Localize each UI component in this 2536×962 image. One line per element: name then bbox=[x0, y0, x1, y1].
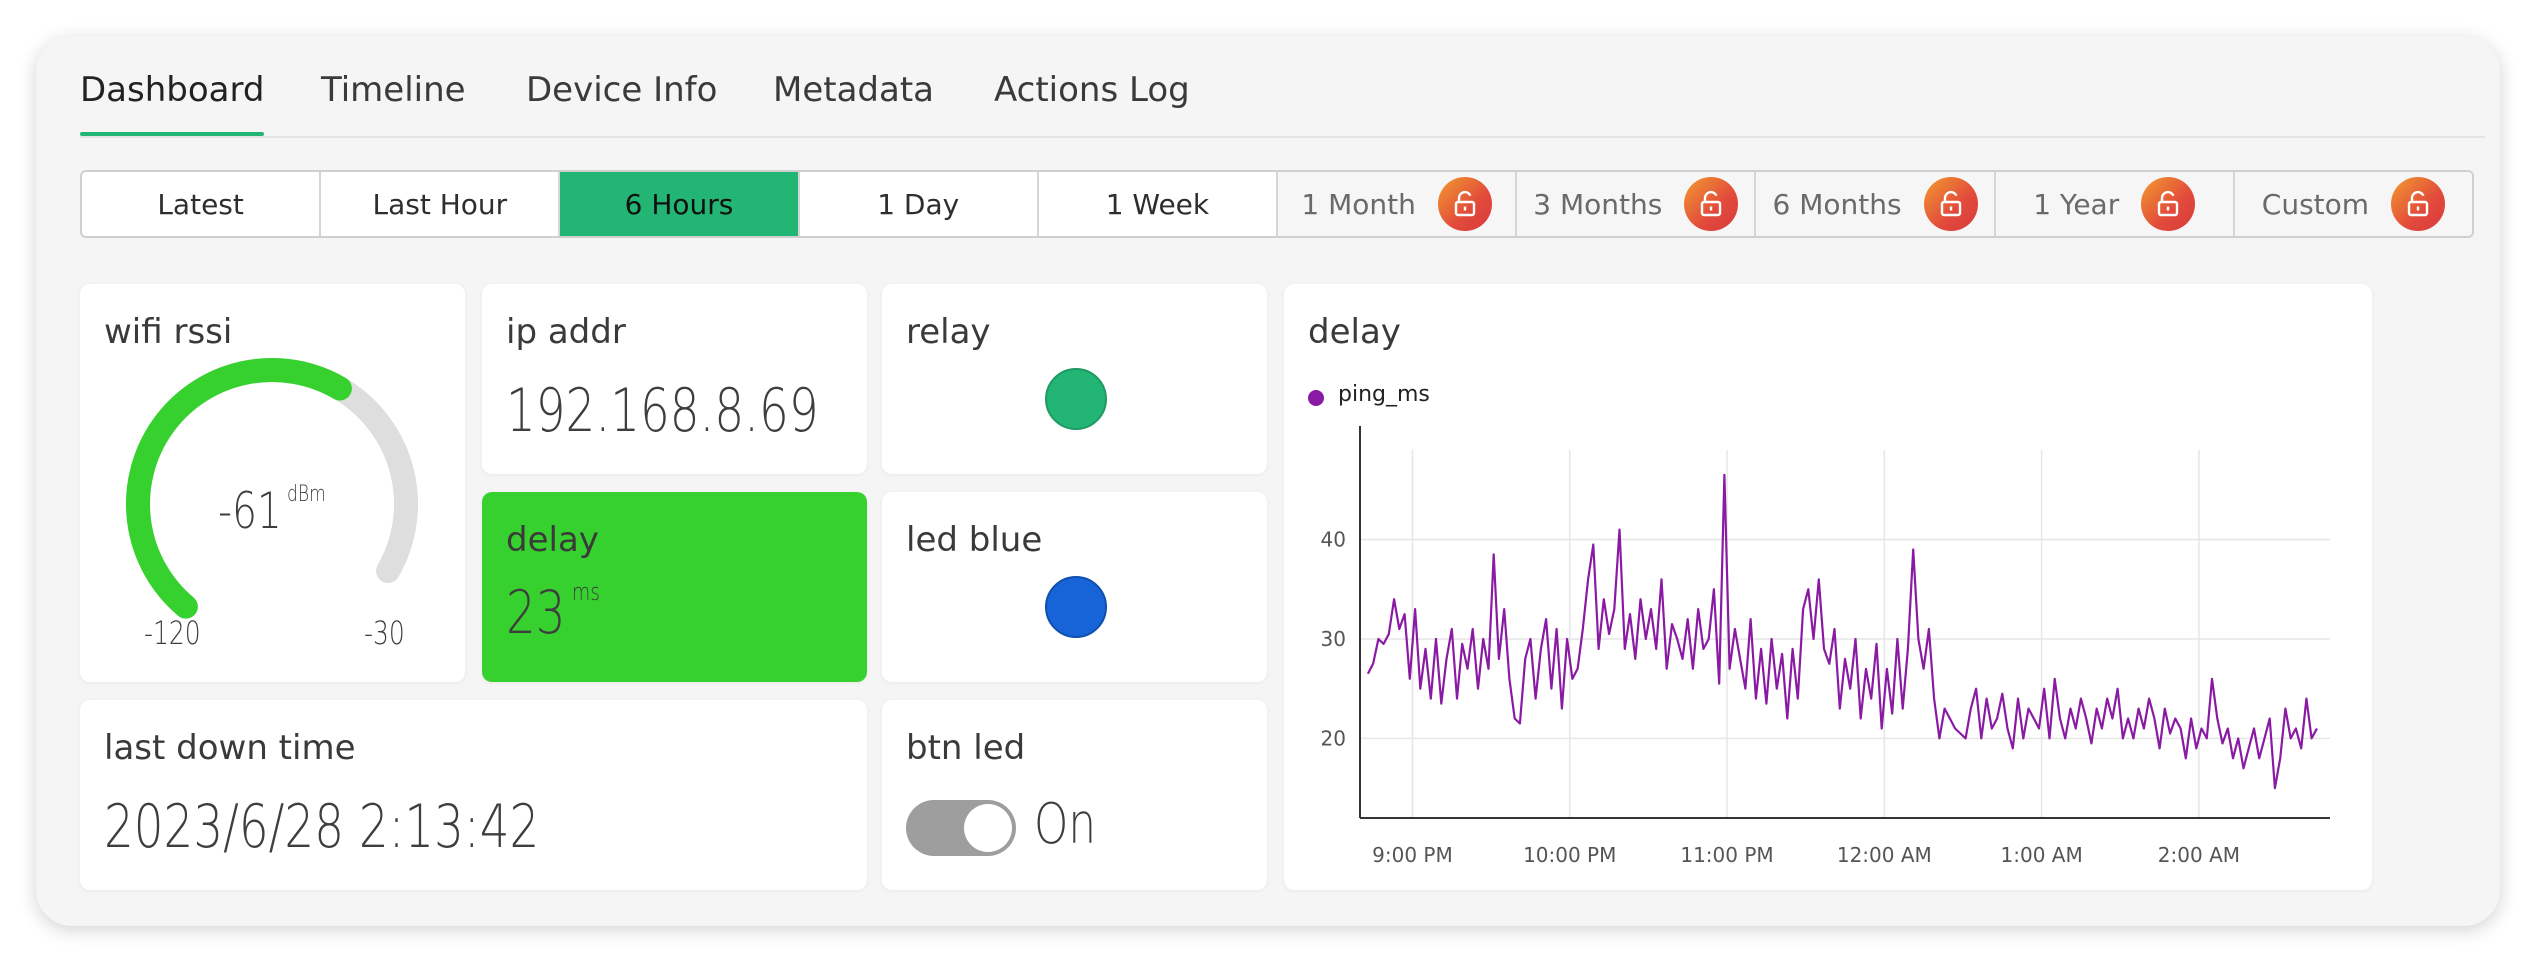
widget-title: last down time bbox=[104, 728, 356, 768]
widget-title: wifi rssi bbox=[104, 312, 233, 352]
btn-led-widget: btn led On bbox=[882, 700, 1267, 890]
range-6-hours-button[interactable]: 6 Hours bbox=[560, 172, 800, 236]
rssi-max-label: -30 bbox=[364, 614, 405, 652]
range-label: Custom bbox=[2261, 187, 2370, 221]
ip-value: 192.168.8.69 bbox=[506, 376, 819, 446]
range-1-year-button[interactable]: 1 Year bbox=[1995, 172, 2235, 236]
tab-actions-log[interactable]: Actions Log bbox=[994, 70, 1190, 110]
last-down-time-widget: last down time 2023/6/28 2:13:42 bbox=[80, 700, 867, 890]
range-6-months-button[interactable]: 6 Months bbox=[1756, 172, 1996, 236]
y-tick-label: 20 bbox=[1321, 726, 1346, 750]
range-label: 1 Day bbox=[877, 187, 960, 221]
tab-bar: Dashboard Timeline Device Info Metadata … bbox=[80, 60, 2485, 138]
range-latest-button[interactable]: Latest bbox=[82, 172, 322, 236]
delay-value-widget: delay 23 ms bbox=[482, 492, 867, 682]
range-1-day-button[interactable]: 1 Day bbox=[799, 172, 1039, 236]
range-label: 3 Months bbox=[1533, 187, 1663, 221]
toggle-state-label: On bbox=[1034, 792, 1097, 857]
x-tick-label: 1:00 AM bbox=[2001, 843, 2083, 867]
range-1-week-button[interactable]: 1 Week bbox=[1038, 172, 1279, 236]
rssi-unit: dBm bbox=[287, 482, 326, 507]
tab-dashboard[interactable]: Dashboard bbox=[80, 60, 265, 136]
lock-icon bbox=[1923, 177, 1978, 231]
delay-chart-widget: delay ping_ms 20 30 40 9:00 PM 10:00 PM 11:00… bbox=[1284, 284, 2372, 890]
rssi-gauge bbox=[126, 358, 418, 619]
widget-title: relay bbox=[906, 312, 991, 352]
y-tick-label: 40 bbox=[1321, 528, 1346, 552]
range-label: 1 Month bbox=[1301, 187, 1416, 221]
chart-title: delay bbox=[1308, 312, 1401, 352]
delay-value: 23 bbox=[506, 578, 566, 648]
delay-line-chart: 20 30 40 9:00 PM 10:00 PM 11:00 PM 12:00 AM 1:0… bbox=[1321, 426, 2330, 867]
x-tick-label: 11:00 PM bbox=[1680, 843, 1773, 867]
wifi-rssi-widget: wifi rssi -61 dBm -120 -30 bbox=[80, 284, 465, 682]
range-3-months-button[interactable]: 3 Months bbox=[1517, 172, 1757, 236]
range-label: 1 Week bbox=[1105, 187, 1210, 221]
series-line-ping-ms bbox=[1366, 473, 2318, 790]
gauge-fill bbox=[126, 358, 352, 619]
tab-device-info[interactable]: Device Info bbox=[526, 70, 718, 110]
relay-led-indicator[interactable] bbox=[1045, 368, 1107, 430]
lock-icon bbox=[1684, 177, 1739, 231]
led-blue-widget: led blue bbox=[882, 492, 1267, 682]
toggle-knob bbox=[964, 804, 1012, 852]
legend-swatch bbox=[1308, 390, 1324, 406]
last-down-value: 2023/6/28 2:13:42 bbox=[104, 792, 540, 862]
led-blue-indicator[interactable] bbox=[1045, 576, 1107, 638]
rssi-min-label: -120 bbox=[144, 614, 201, 652]
widget-title: led blue bbox=[906, 520, 1043, 560]
relay-widget: relay bbox=[882, 284, 1267, 474]
x-tick-label: 2:00 AM bbox=[2158, 843, 2240, 867]
range-last-hour-button[interactable]: Last Hour bbox=[321, 172, 561, 236]
y-tick-label: 30 bbox=[1321, 627, 1346, 651]
x-tick-label: 10:00 PM bbox=[1523, 843, 1616, 867]
range-label: 1 Year bbox=[2033, 187, 2120, 221]
widget-title: delay bbox=[506, 520, 599, 560]
range-label: Last Hour bbox=[372, 187, 508, 221]
ip-addr-widget: ip addr 192.168.8.69 bbox=[482, 284, 867, 474]
btn-led-toggle[interactable] bbox=[906, 800, 1016, 856]
range-custom-button[interactable]: Custom bbox=[2234, 172, 2472, 236]
widget-title: ip addr bbox=[506, 312, 626, 352]
legend-label: ping_ms bbox=[1338, 382, 1430, 407]
x-tick-label: 12:00 AM bbox=[1837, 843, 1932, 867]
widget-title: btn led bbox=[906, 728, 1026, 768]
lock-icon bbox=[2391, 177, 2446, 231]
range-label: Latest bbox=[157, 187, 244, 221]
tab-metadata[interactable]: Metadata bbox=[773, 70, 935, 110]
x-tick-label: 9:00 PM bbox=[1372, 843, 1453, 867]
range-1-month-button[interactable]: 1 Month bbox=[1278, 172, 1518, 236]
lock-icon bbox=[2141, 177, 2196, 231]
range-label: 6 Hours bbox=[624, 187, 734, 221]
time-range-selector: Latest Last Hour 6 Hours 1 Day 1 Week 1 Month… bbox=[80, 170, 2474, 238]
tab-timeline[interactable]: Timeline bbox=[321, 70, 466, 110]
range-label: 6 Months bbox=[1772, 187, 1902, 221]
lock-icon bbox=[1437, 177, 1492, 231]
rssi-value: -61 bbox=[218, 482, 282, 540]
delay-unit: ms bbox=[572, 578, 600, 606]
